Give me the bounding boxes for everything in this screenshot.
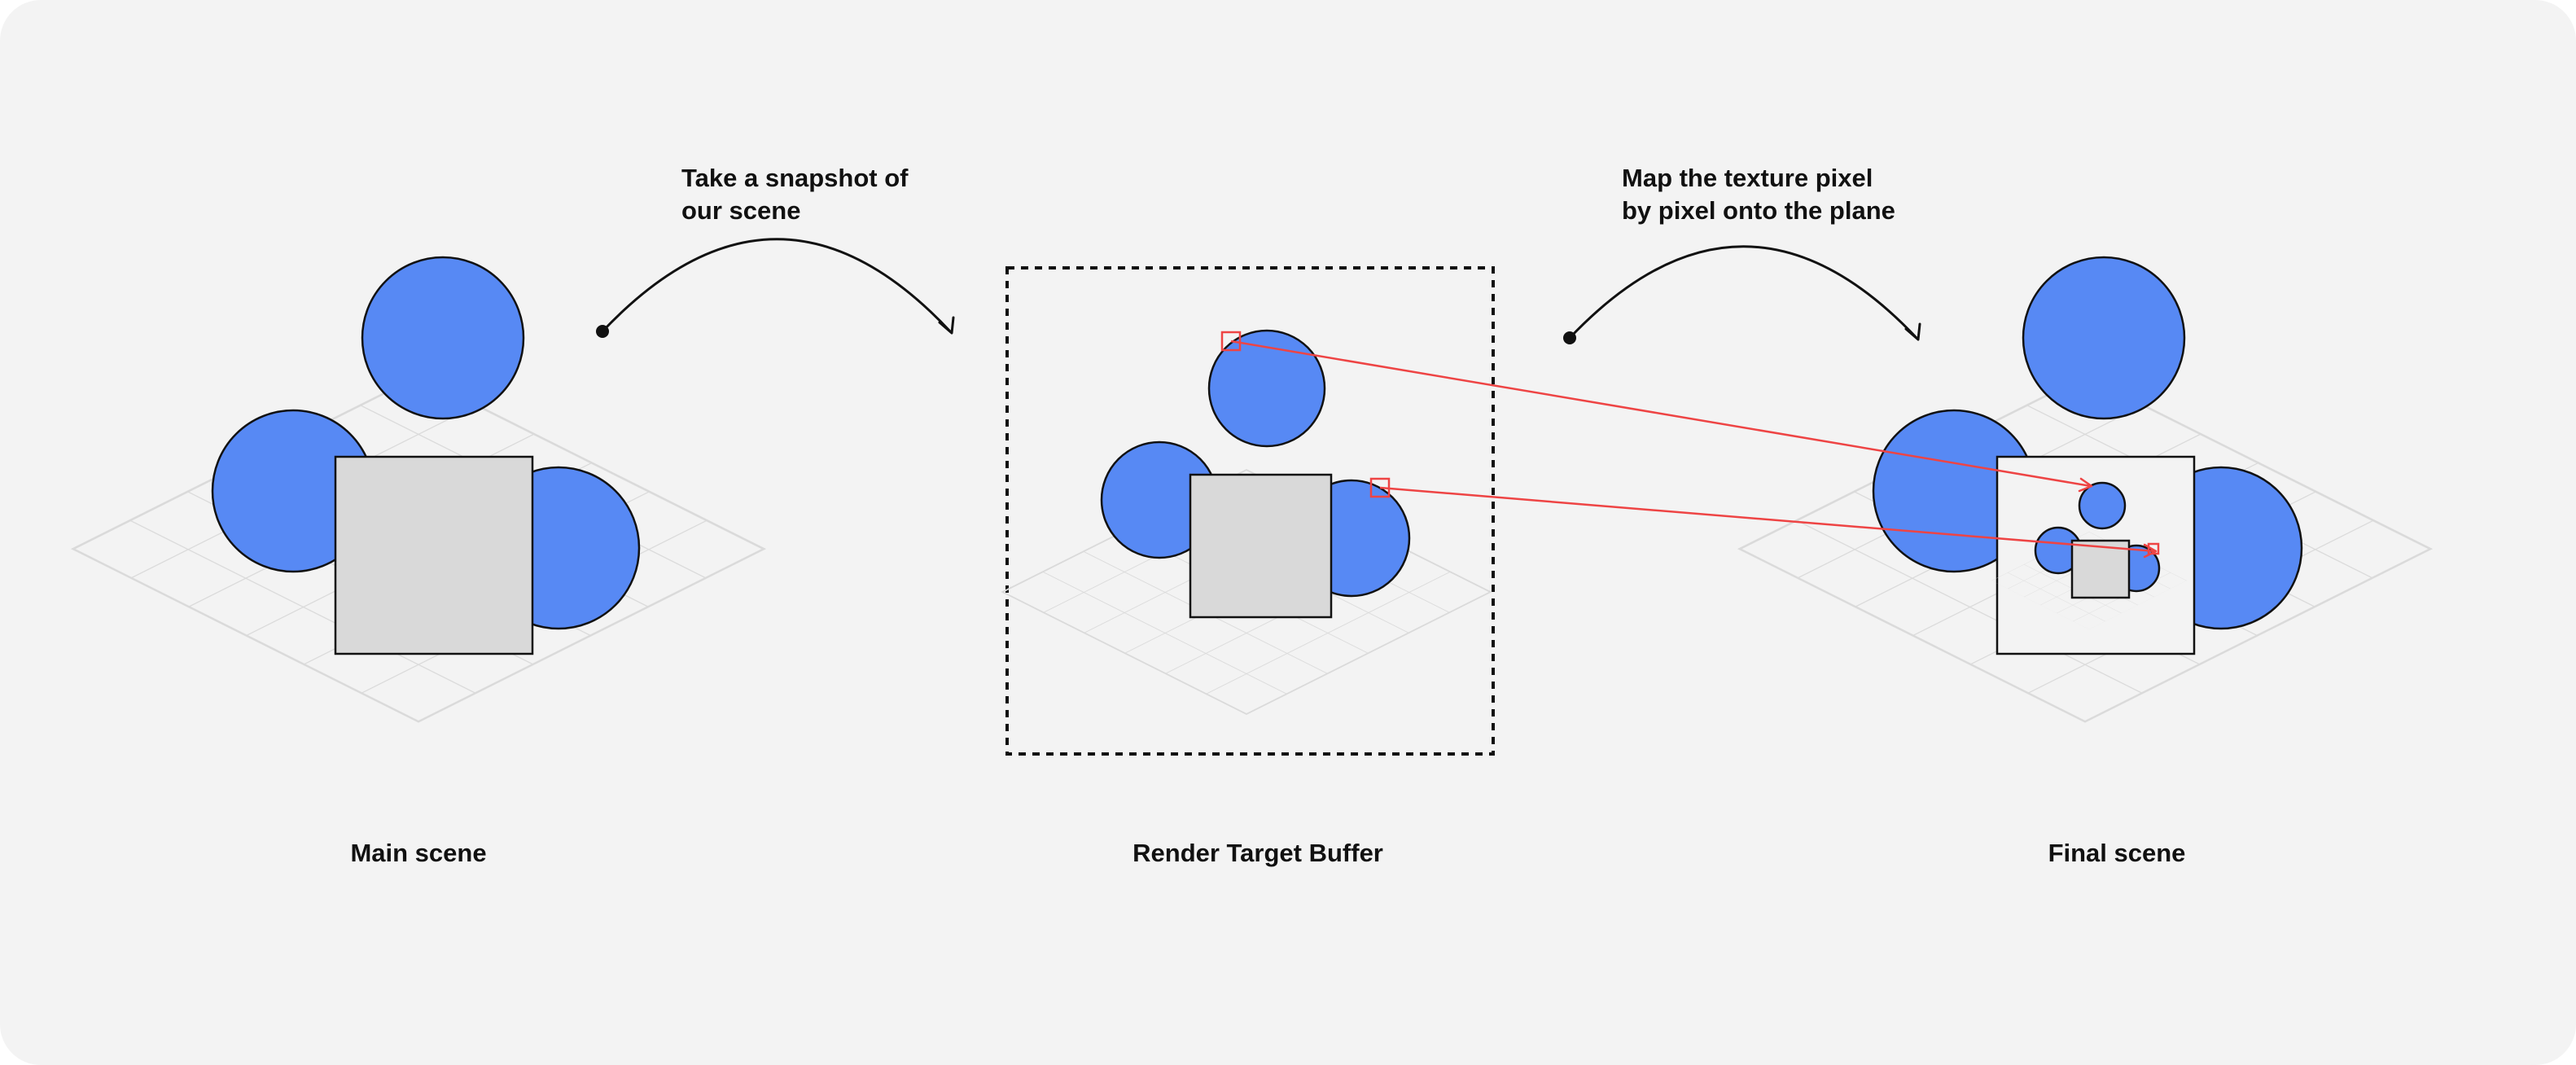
map-texture-note-line-2: by pixel onto the plane (1622, 196, 1895, 225)
render-target-cube (1189, 473, 1333, 619)
final-scene-caption: Final scene (2048, 839, 2186, 867)
snapshot-note: Take a snapshot of our scene (681, 162, 909, 227)
final-scene (1737, 256, 2434, 723)
main-scene-cube (334, 455, 534, 655)
render-target-top-sphere (1207, 329, 1326, 448)
snapshot-note-line-1: Take a snapshot of (681, 164, 909, 192)
pixel-target-2-red-square-marker-icon (2147, 542, 2160, 555)
final-scene-plane-texture (1991, 481, 2188, 630)
main-scene (70, 256, 767, 723)
map-texture-note-line-1: Map the texture pixel (1622, 164, 1873, 192)
render-target-caption: Render Target Buffer (1132, 839, 1383, 867)
final-scene-top-sphere (2022, 256, 2186, 420)
pixel-mapping-arrows (1220, 331, 2160, 559)
map-texture-arc-arrow-icon (1563, 245, 1921, 344)
main-scene-top-sphere (361, 256, 525, 420)
pixel-sample-1-red-square-marker-icon (1220, 331, 1242, 352)
main-scene-caption: Main scene (350, 839, 487, 867)
snapshot-arc-arrow-icon (596, 238, 955, 338)
snapshot-note-line-2: our scene (681, 196, 801, 225)
render-target-buffer (1001, 266, 1495, 756)
map-texture-note: Map the texture pixel by pixel onto the … (1622, 162, 1895, 227)
texture-top-sphere (2078, 481, 2127, 530)
texture-cube (2070, 539, 2131, 599)
